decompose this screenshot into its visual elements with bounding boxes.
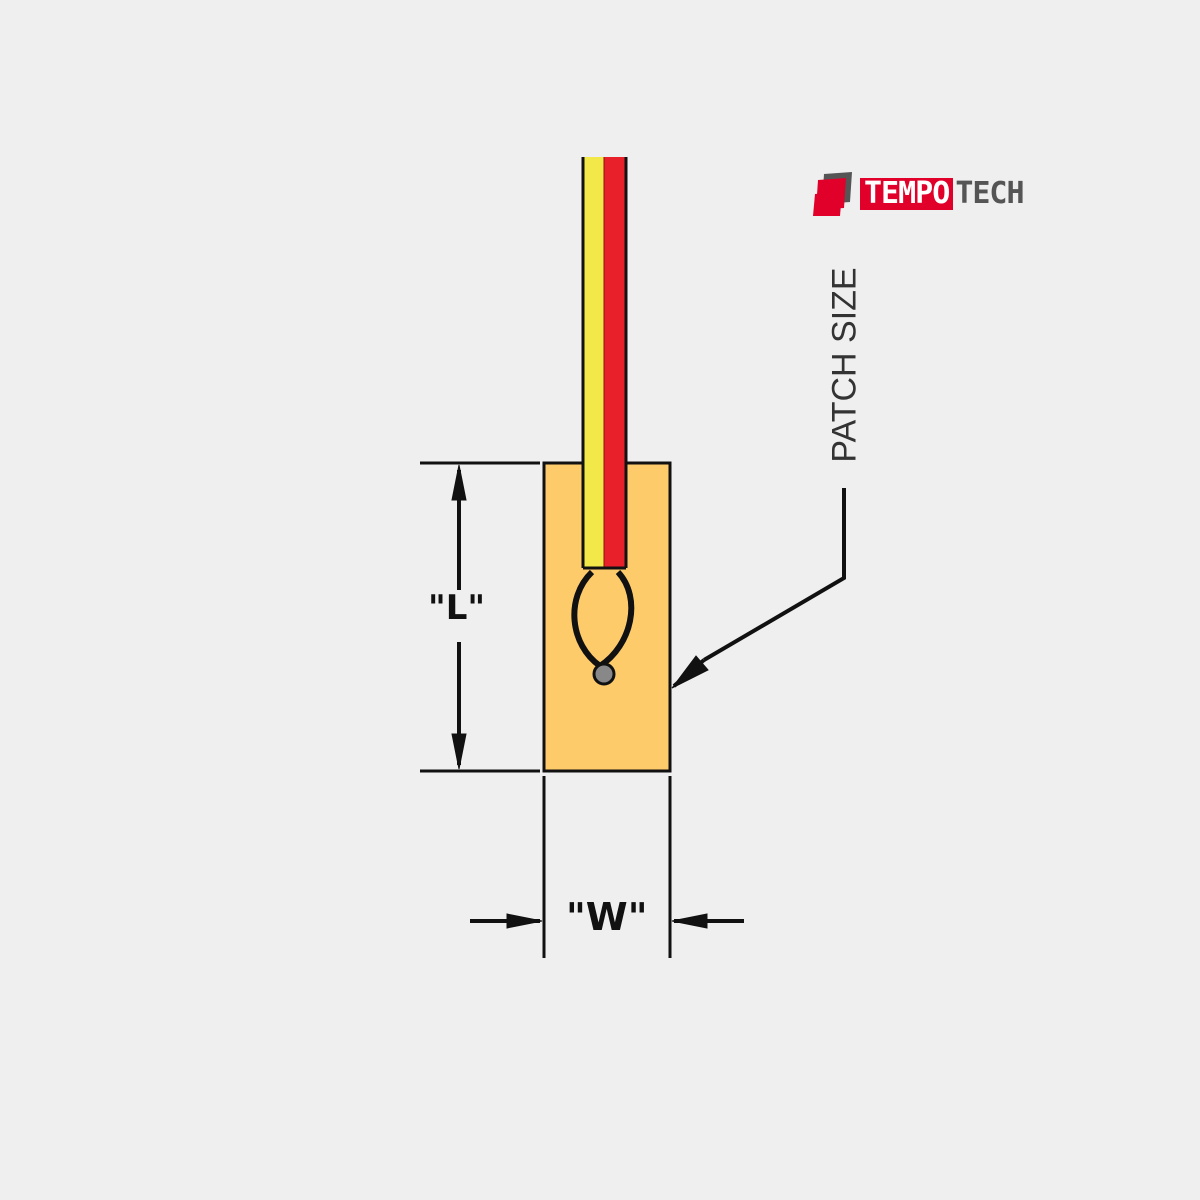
junction-bead — [592, 662, 616, 686]
wire-lead — [581, 157, 628, 570]
logo-tempo-box: TEMPO — [860, 176, 954, 211]
width-label: "W" — [566, 895, 648, 939]
patch-size-leader — [671, 488, 846, 689]
thermocouple-junction-loop — [571, 569, 635, 686]
logo-text-tempo: TEMPO — [864, 176, 950, 211]
length-label: "L" — [428, 588, 486, 628]
tempotech-logo: TEMPO TECH — [812, 172, 1025, 216]
width-dimension — [470, 776, 744, 958]
logo-mark-icon — [812, 172, 858, 216]
patch-size-label: PATCH SIZE — [825, 267, 864, 463]
logo-text-tech: TECH — [955, 176, 1024, 211]
length-dimension — [420, 461, 540, 773]
